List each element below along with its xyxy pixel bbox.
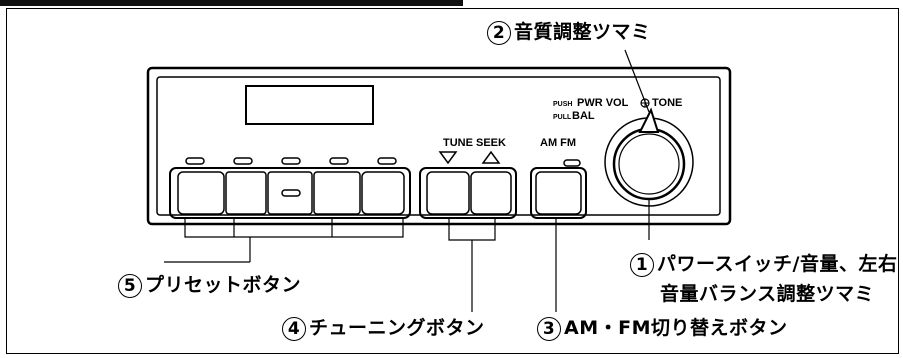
callout-label: 音量バランス調整ツマミ (660, 283, 875, 305)
callout-number: 2 (487, 20, 511, 45)
knob (612, 127, 686, 201)
preset-button-3 (267, 171, 313, 215)
callout-number: 4 (282, 316, 306, 341)
knob-label-bal: BAL (572, 110, 595, 122)
preset-led (281, 157, 301, 165)
preset-buttons (169, 167, 411, 219)
knob-label-tone: TONE (652, 97, 682, 109)
callout-label: プリセットボタン (145, 274, 302, 296)
header-bar (0, 0, 463, 6)
tune-seek-label: TUNE SEEK (443, 137, 506, 149)
amfm-led (563, 159, 581, 167)
radio-inner-panel (156, 76, 721, 216)
leader-lines (164, 49, 650, 312)
tune-down-triangle (438, 151, 458, 165)
knob-inner (618, 133, 680, 195)
callout-label: パワースイッチ/音量、左右 (657, 253, 898, 275)
callout-power-knob-line2: 音量バランス調整ツマミ (660, 279, 874, 306)
preset-led (377, 157, 397, 165)
callout-number: 5 (118, 273, 142, 298)
radio-outer-body (146, 66, 732, 226)
preset-led (233, 157, 253, 165)
tune-up-triangle (481, 150, 501, 164)
callout-number: 1 (630, 252, 654, 277)
figure-frame (6, 8, 899, 354)
preset-leds (185, 157, 397, 165)
knob-tab (638, 107, 660, 133)
amfm-button-outer (530, 167, 587, 219)
preset-button-5 (361, 171, 405, 215)
tune-down-button (426, 171, 470, 215)
preset-led (185, 157, 205, 165)
preset-led (329, 157, 349, 165)
knob-label-pull: PULL (553, 114, 572, 121)
callout-number: 3 (537, 316, 561, 341)
display-window (245, 85, 374, 125)
preset-button-2 (225, 171, 267, 215)
callout-label: AM・FM切り替えボタン (564, 317, 788, 339)
preset-center-led (281, 189, 301, 197)
callout-label: 音質調整ツマミ (514, 21, 651, 43)
tune-seek-buttons (419, 150, 517, 219)
tune-up-button (470, 171, 512, 215)
knob-label-main: PWR VOL (577, 97, 629, 109)
amfm-button (535, 171, 582, 215)
preset-button-4 (313, 171, 361, 215)
knob-label-push: PUSH (553, 101, 572, 108)
amfm-label: AM FM (540, 137, 576, 149)
callout-label: チューニングボタン (309, 317, 485, 339)
preset-button-1 (177, 171, 225, 215)
